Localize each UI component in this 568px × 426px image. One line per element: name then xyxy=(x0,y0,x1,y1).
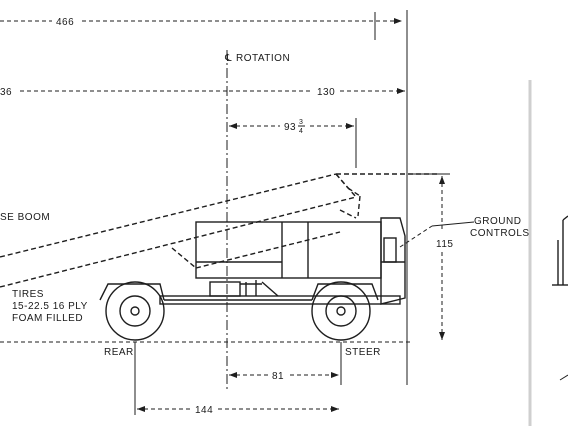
arrowhead xyxy=(331,372,339,378)
support-brace xyxy=(261,281,279,297)
ground-controls-leader xyxy=(399,225,433,248)
arrowhead xyxy=(229,123,237,129)
basket-bracket-2 xyxy=(339,209,357,219)
rear-wheel xyxy=(105,281,165,341)
adjacent-view-top xyxy=(562,215,568,221)
boom-outline xyxy=(0,173,357,288)
arrowhead xyxy=(394,18,402,24)
turntable-housing xyxy=(195,221,382,279)
rear-tire xyxy=(105,281,165,341)
platform-basket xyxy=(335,173,440,219)
boom-pivot-brace xyxy=(171,247,197,269)
tires-label-3: FOAM FILLED xyxy=(12,313,83,324)
outrigger-base xyxy=(209,281,241,297)
rear-rim xyxy=(119,295,151,327)
truck-body xyxy=(99,217,406,305)
dim-115-label: 115 xyxy=(436,239,453,250)
dim-130-label: 130 xyxy=(317,87,335,98)
ground-controls-label-2: CONTROLS xyxy=(470,228,530,239)
arrowhead xyxy=(331,406,339,412)
rear-fender xyxy=(99,283,165,301)
arrowhead xyxy=(397,88,405,94)
rear-hub xyxy=(130,306,140,316)
tires-label-1: TIRES xyxy=(12,289,44,300)
rotation-label: ROTATION xyxy=(236,53,290,64)
dim-466-label: 466 xyxy=(56,17,74,28)
dim-93-label: 93 xyxy=(284,122,296,133)
front-hub xyxy=(336,306,346,316)
arrowhead xyxy=(229,372,237,378)
arrowhead xyxy=(137,406,145,412)
front-wheel xyxy=(311,281,371,341)
basket-rail xyxy=(335,173,349,189)
ground-controls-box xyxy=(383,237,397,263)
cab xyxy=(380,217,406,305)
steer-axle-label: STEER xyxy=(345,347,381,358)
rear-axle-label: REAR xyxy=(104,347,134,358)
basket-rail-2 xyxy=(347,187,361,197)
tires-label-2: 15-22.5 16 PLY xyxy=(12,301,88,312)
dim-81-label: 81 xyxy=(272,371,284,382)
chassis-frame xyxy=(159,295,401,305)
arrowhead xyxy=(439,176,445,184)
dim-93-frac-den: 4 xyxy=(299,128,303,135)
boom-bottom-edge xyxy=(0,196,357,288)
adjacent-view-mark xyxy=(559,374,568,381)
front-rim xyxy=(325,295,357,327)
front-tire xyxy=(311,281,371,341)
dim-36-label: 36 xyxy=(0,87,12,98)
ground-controls-leader-tail xyxy=(431,221,475,227)
dim-144-label: 144 xyxy=(195,405,213,416)
boom-tip xyxy=(335,173,357,198)
dim-93-frac-num: 3 xyxy=(299,119,303,126)
front-fender xyxy=(311,283,379,301)
basket-bracket xyxy=(357,195,361,217)
boom-label: SE BOOM xyxy=(0,212,50,223)
centerline-symbol: ℄ xyxy=(224,53,232,64)
ground-controls-label-1: GROUND xyxy=(474,216,521,227)
arrowhead xyxy=(439,332,445,340)
arrowhead xyxy=(346,123,354,129)
boom-top-edge xyxy=(0,173,337,258)
